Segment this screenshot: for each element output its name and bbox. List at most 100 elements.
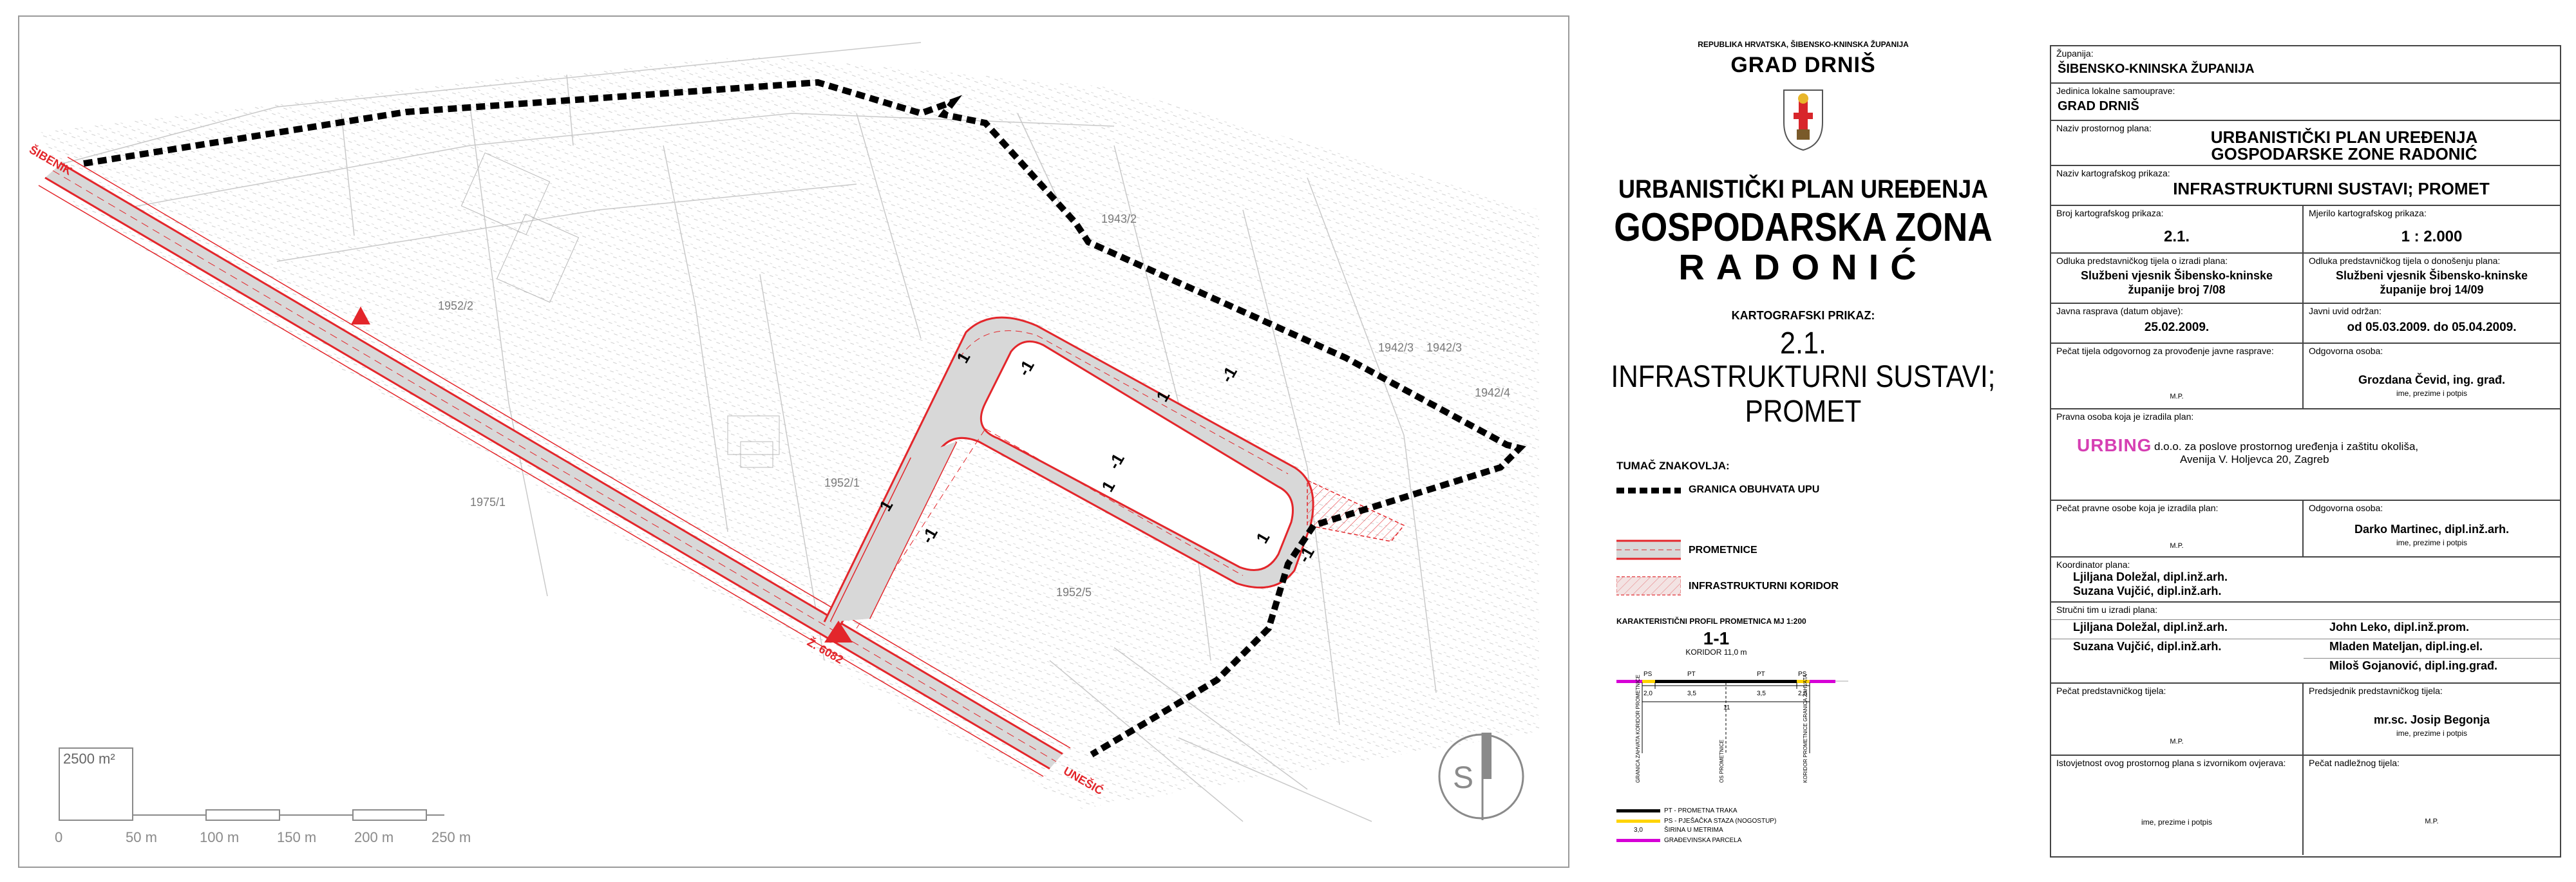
field-label: Predsjednik predstavničkog tijela: xyxy=(2309,686,2443,696)
coordinator-name: Ljiljana Doležal, dipl.inž.arh. xyxy=(2073,570,2228,583)
team-member: Ljiljana Doležal, dipl.inž.arh. xyxy=(2073,621,2228,633)
scale-tick-label: 0 xyxy=(55,829,62,845)
field-label: Pečat predstavničkog tijela: xyxy=(2056,686,2166,696)
profile-width: 2,0 xyxy=(1798,690,1807,697)
sheet-number-value: 2.1. xyxy=(2163,228,2190,245)
stamp-mark: M.P. xyxy=(2170,393,2184,400)
signature-caption: ime, prezime i potpis xyxy=(2396,538,2468,547)
row-jls: Jedinica lokalne samouprave: GRAD DRNIŠ xyxy=(2051,84,2560,121)
parcel-label: 1942/3 xyxy=(1426,341,1462,354)
small-legend-item: PS - PJEŠAČKA STAZA (NOGOSTUP) xyxy=(1616,818,1776,825)
profile-vertical-label: OS PROMETNICE xyxy=(1719,740,1725,783)
row-coordinator: Koordinator plana: Ljiljana Doležal, dip… xyxy=(2051,558,2560,603)
profile-segment: PS xyxy=(1798,671,1807,678)
row-verification: Istovjetnost ovog prostornog plana s izv… xyxy=(2051,756,2560,855)
field-label: Pečat tijela odgovornog za provođenje ja… xyxy=(2056,346,2274,356)
row-sheet-name: Naziv kartografskog prikaza: INFRASTRUKT… xyxy=(2051,166,2560,206)
map-sheet-title2: PROMET xyxy=(1745,395,1862,429)
field-label: Javna rasprava (datum objave): xyxy=(2056,306,2183,316)
field-label: Odgovorna osoba: xyxy=(2309,503,2383,513)
field-label: Stručni tim u izradi plana: xyxy=(2056,605,2158,615)
main-road xyxy=(38,156,1071,777)
row-number-scale: Broj kartografskog prikaza: 2.1. Mjerilo… xyxy=(2051,206,2560,254)
road-profile-diagram: PS PT PT PS 2,0 3,5 3,5 2,0 11 GRANICA Z… xyxy=(1616,671,1848,783)
row-council: Pečat predstavničkog tijela: M.P. Predsj… xyxy=(2051,684,2560,756)
north-arrow-icon: S xyxy=(1438,733,1524,820)
signature-caption: ime, prezime i potpis xyxy=(2396,729,2468,738)
profile-segment: PS xyxy=(1643,671,1653,678)
stamp-mark: M.P. xyxy=(2170,738,2184,746)
area-box-label: 2500 m² xyxy=(63,751,115,767)
scale-tick-label: 100 m xyxy=(200,829,239,845)
row-legal-entity: Pravna osoba koja je izradila plan: URBI… xyxy=(2051,409,2560,501)
team-member: John Leko, dipl.inž.prom. xyxy=(2329,621,2470,633)
row-plan-name: Naziv prostornog plana: URBANISTIČKI PLA… xyxy=(2051,121,2560,166)
plan-title-line2: GOSPODARSKA ZONA xyxy=(1614,205,1993,250)
company-description: d.o.o. za poslove prostornog uređenja i … xyxy=(2154,440,2419,453)
parcel-label: 1952/5 xyxy=(1056,586,1092,599)
info-table: Županija: ŠIBENSKO-KNINSKA ŽUPANIJA Jedi… xyxy=(2050,45,2561,858)
access-triangle xyxy=(351,306,370,324)
team-member: Suzana Vujčić, dipl.inž.arh. xyxy=(2073,640,2222,653)
parcel-label: 1942/4 xyxy=(1475,386,1510,399)
profile-width: 3,5 xyxy=(1687,690,1696,697)
council-president: mr.sc. Josip Begonja xyxy=(2373,713,2490,726)
team-member: Miloš Gojanović, dipl.ing.građ. xyxy=(2329,659,2498,672)
roads-swatch-icon xyxy=(1616,540,1681,560)
city-heading: GRAD DRNIŠ xyxy=(1730,53,1876,77)
row-zupanija: Županija: ŠIBENSKO-KNINSKA ŽUPANIJA xyxy=(2051,46,2560,84)
plan-title-line1: URBANISTIČKI PLAN UREĐENJA xyxy=(1618,175,1989,203)
decision-value: županije broj 7/08 xyxy=(2128,283,2226,296)
discussion-date: 25.02.2009. xyxy=(2144,321,2210,334)
field-label: Odluka predstavničkog tijela o izradi pl… xyxy=(2056,256,2228,266)
small-legend-item: GRAĐEVINSKA PARCELA xyxy=(1616,837,1741,844)
field-label: Odgovorna osoba: xyxy=(2309,346,2383,356)
plan-name-line1: URBANISTIČKI PLAN UREĐENJA xyxy=(2210,127,2478,147)
width-sample: 3,0 xyxy=(1634,827,1643,834)
field-label: Mjerilo kartografskog prikaza: xyxy=(2309,208,2427,218)
row-expert-team: Stručni tim u izradi plana: Ljiljana Dol… xyxy=(2051,603,2560,684)
cadastral-background xyxy=(39,42,1539,822)
parcel-label: 1943/2 xyxy=(1101,212,1137,225)
field-label: Naziv prostornog plana: xyxy=(2056,123,2152,133)
signature-caption: ime, prezime i potpis xyxy=(2141,818,2213,827)
inspection-dates: od 05.03.2009. do 05.04.2009. xyxy=(2347,321,2517,334)
field-label: Pečat pravne osobe koja je izradila plan… xyxy=(2056,503,2219,513)
profile-segment: PT xyxy=(1687,671,1696,678)
scale-value: 1 : 2.000 xyxy=(2401,228,2463,245)
legend-label: INFRASTRUKTURNI KORIDOR xyxy=(1689,581,1839,592)
republic-heading: REPUBLIKA HRVATSKA, ŠIBENSKO-KNINSKA ŽUP… xyxy=(1698,40,1909,49)
coordinator-name: Suzana Vujčić, dipl.inž.arh. xyxy=(2073,585,2222,597)
jls-value: GRAD DRNIŠ xyxy=(2058,99,2139,113)
parcel-swatch-icon xyxy=(1616,838,1660,842)
parcel-numbers: 1952/2 1952/1 1952/5 1975/1 1943/2 1942/… xyxy=(438,212,1510,599)
urbing-logo: URBING xyxy=(2077,435,2152,455)
scale-tick-label: 150 m xyxy=(277,829,316,845)
parcel-label: 1975/1 xyxy=(470,496,506,509)
stamp-mark: M.P. xyxy=(2170,542,2184,550)
company-address: Avenija V. Holjevca 20, Zagreb xyxy=(2180,453,2329,465)
field-label: Koordinator plana: xyxy=(2056,559,2130,570)
lane-swatch-icon xyxy=(1616,809,1660,812)
plan-title-line3: RADONIĆ xyxy=(1678,247,1928,287)
signature-caption: ime, prezime i potpis xyxy=(2396,389,2468,398)
row-public-discussion: Javna rasprava (datum objave): 25.02.200… xyxy=(2051,304,2560,344)
field-label: Istovjetnost ovog prostornog plana s izv… xyxy=(2056,758,2286,768)
profile-title: KARAKTERISTIČNI PROFIL PROMETNICA MJ 1:2… xyxy=(1616,617,1806,626)
sidewalk-swatch-icon xyxy=(1616,819,1660,823)
field-label: Jedinica lokalne samouprave: xyxy=(2056,86,2175,96)
scale-tick-label: 200 m xyxy=(354,829,393,845)
field-label: Pravna osoba koja je izradila plan: xyxy=(2056,411,2194,422)
coat-of-arms-icon xyxy=(1783,89,1823,151)
team-member: Mladen Mateljan, dipl.ing.el. xyxy=(2329,640,2483,653)
plan-map: 1952/2 1952/1 1952/5 1975/1 1943/2 1942/… xyxy=(27,42,1539,845)
profile-segment: PT xyxy=(1757,671,1765,678)
profile-width: 2,0 xyxy=(1643,690,1653,697)
title-block: REPUBLIKA HRVATSKA, ŠIBENSKO-KNINSKA ŽUP… xyxy=(1571,0,2035,882)
decision-value: županije broj 14/09 xyxy=(2380,283,2484,296)
parcel-label: 1952/2 xyxy=(438,299,473,312)
map-sheet-label: KARTOGRAFSKI PRIKAZ: xyxy=(1731,309,1875,322)
upu-boundary xyxy=(83,79,1526,758)
responsible-person: Grozdana Čevid, ing. građ. xyxy=(2358,373,2506,386)
